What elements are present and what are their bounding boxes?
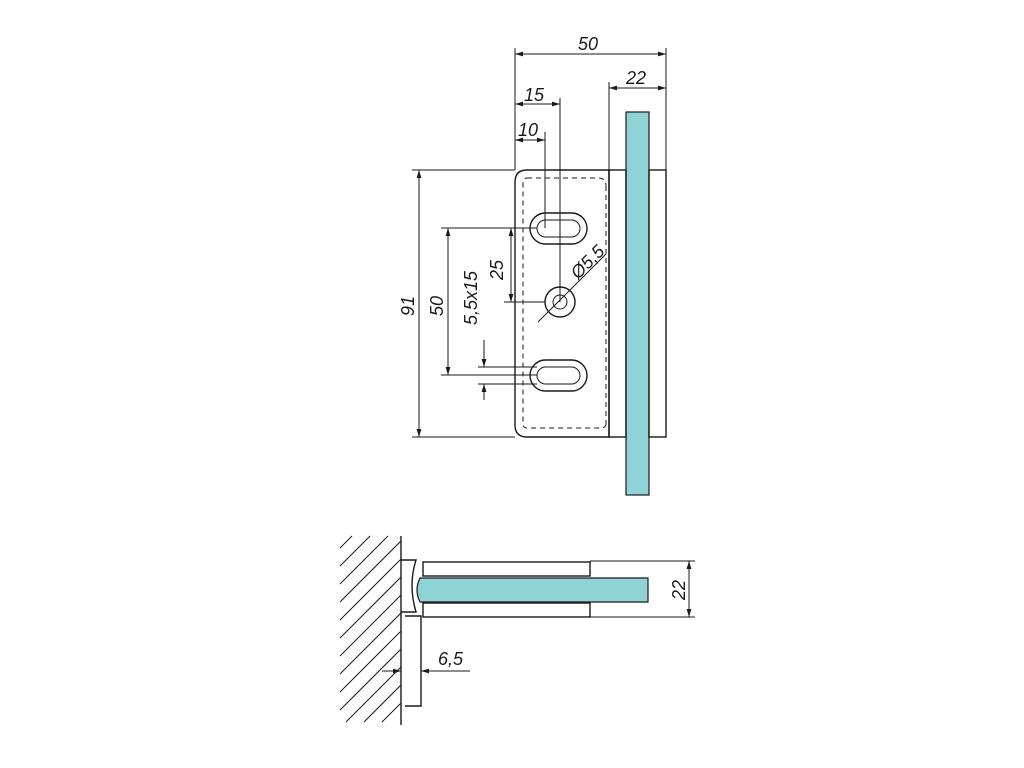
dim-label-overall-width: 50 [578,34,598,54]
dim-wall-gap: 6,5 [382,649,470,674]
dim-label-wall-gap: 6,5 [438,649,464,669]
slot-bottom [529,359,588,392]
dim-label-slot-size: 5,5x15 [461,270,481,325]
bracket-body [514,169,610,438]
front-view: 50 22 15 10 91 [398,34,667,496]
dim-hole-offset: 25 [487,228,545,303]
clamp-plan-bottom [422,602,591,618]
dim-slot-offset-outer: 15 [515,85,561,302]
dim-slot-spacing: 50 [427,227,537,376]
dim-label-plan-clamp-width: 22 [669,580,689,601]
dim-label-clamp-width: 22 [625,68,646,88]
glass-panel-plan [416,577,649,603]
slot-top [529,212,588,245]
plan-view: 22 6,5 [339,535,695,725]
dim-plan-clamp-width: 22 [590,560,695,618]
dim-overall-width: 50 [514,34,667,170]
clamp-plate-right [648,169,667,438]
dim-label-slot-spacing: 50 [427,296,447,316]
dim-overall-height: 91 [398,169,515,438]
dim-slot-offset-inner: 10 [515,120,546,228]
dim-clamp-width: 22 [608,68,666,170]
dim-label-hole-diameter: Ø5,5 [566,240,609,283]
dim-slot-size: 5,5x15 [461,270,537,400]
dim-label-slot-offset-outer: 15 [524,85,545,105]
clamp-plan-top [422,561,591,577]
dim-label-slot-offset-inner: 10 [518,120,538,140]
bracket-plan-profile [401,559,417,613]
bracket-plan-flange [405,615,422,707]
glass-panel-front [625,111,650,496]
dim-label-overall-height: 91 [398,296,418,316]
clamp-plate-left [608,169,627,438]
wall-hatching [339,535,402,725]
bracket-hidden-outline [522,177,607,429]
dim-label-hole-offset: 25 [487,259,507,281]
